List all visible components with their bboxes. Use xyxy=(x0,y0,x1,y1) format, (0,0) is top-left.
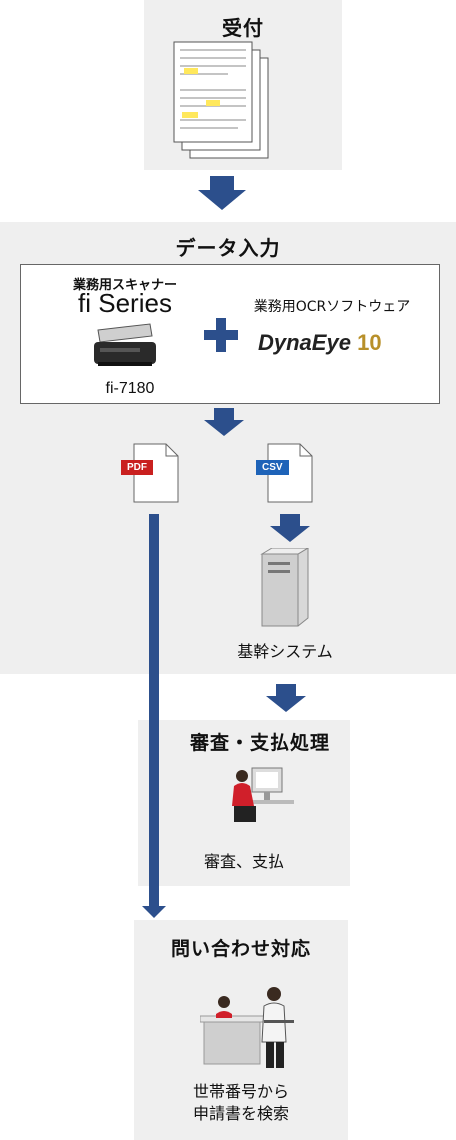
arrow-down-icon xyxy=(266,684,306,712)
inquiry-title: 問い合わせ対応 xyxy=(170,938,311,960)
ocr-caption: 業務用OCRソフトウェア xyxy=(253,299,411,315)
core-system-label: 基幹システム xyxy=(237,642,333,661)
csv-document-icon xyxy=(267,443,313,503)
arrow-down-icon xyxy=(270,514,310,542)
reception-title: 受付 xyxy=(222,16,264,40)
review-payment-title: 審査・支払処理 xyxy=(189,732,330,754)
dynaeye-version: 10 xyxy=(357,330,382,355)
pdf-flow-line xyxy=(149,514,159,910)
arrow-down-icon xyxy=(198,176,246,210)
arrow-down-icon xyxy=(142,906,166,918)
paper-stack-icon xyxy=(173,41,269,159)
pdf-tag: PDF xyxy=(121,460,153,475)
data-entry-title: データ入力 xyxy=(175,236,281,260)
office-worker-icon xyxy=(232,767,294,822)
dynaeye-brand: DynaEye xyxy=(258,330,351,355)
scanner-caption: 業務用スキャナー xyxy=(72,278,177,293)
review-payment-label: 審査、支払 xyxy=(203,852,284,871)
dynaeye-logo: DynaEye 10 xyxy=(258,330,418,356)
inquiry-label-line2: 申請書を検索 xyxy=(192,1104,289,1123)
server-icon xyxy=(260,548,309,627)
arrow-down-icon xyxy=(204,408,244,436)
csv-tag: CSV xyxy=(256,460,289,475)
scanner-brand: fi Series xyxy=(78,288,172,318)
plus-icon xyxy=(204,318,238,352)
counter-service-icon xyxy=(200,987,294,1068)
scanner-icon xyxy=(94,323,156,366)
inquiry-label-line1: 世帯番号から xyxy=(192,1082,289,1101)
scanner-model: fi-7180 xyxy=(105,380,155,397)
pdf-document-icon xyxy=(133,443,179,503)
